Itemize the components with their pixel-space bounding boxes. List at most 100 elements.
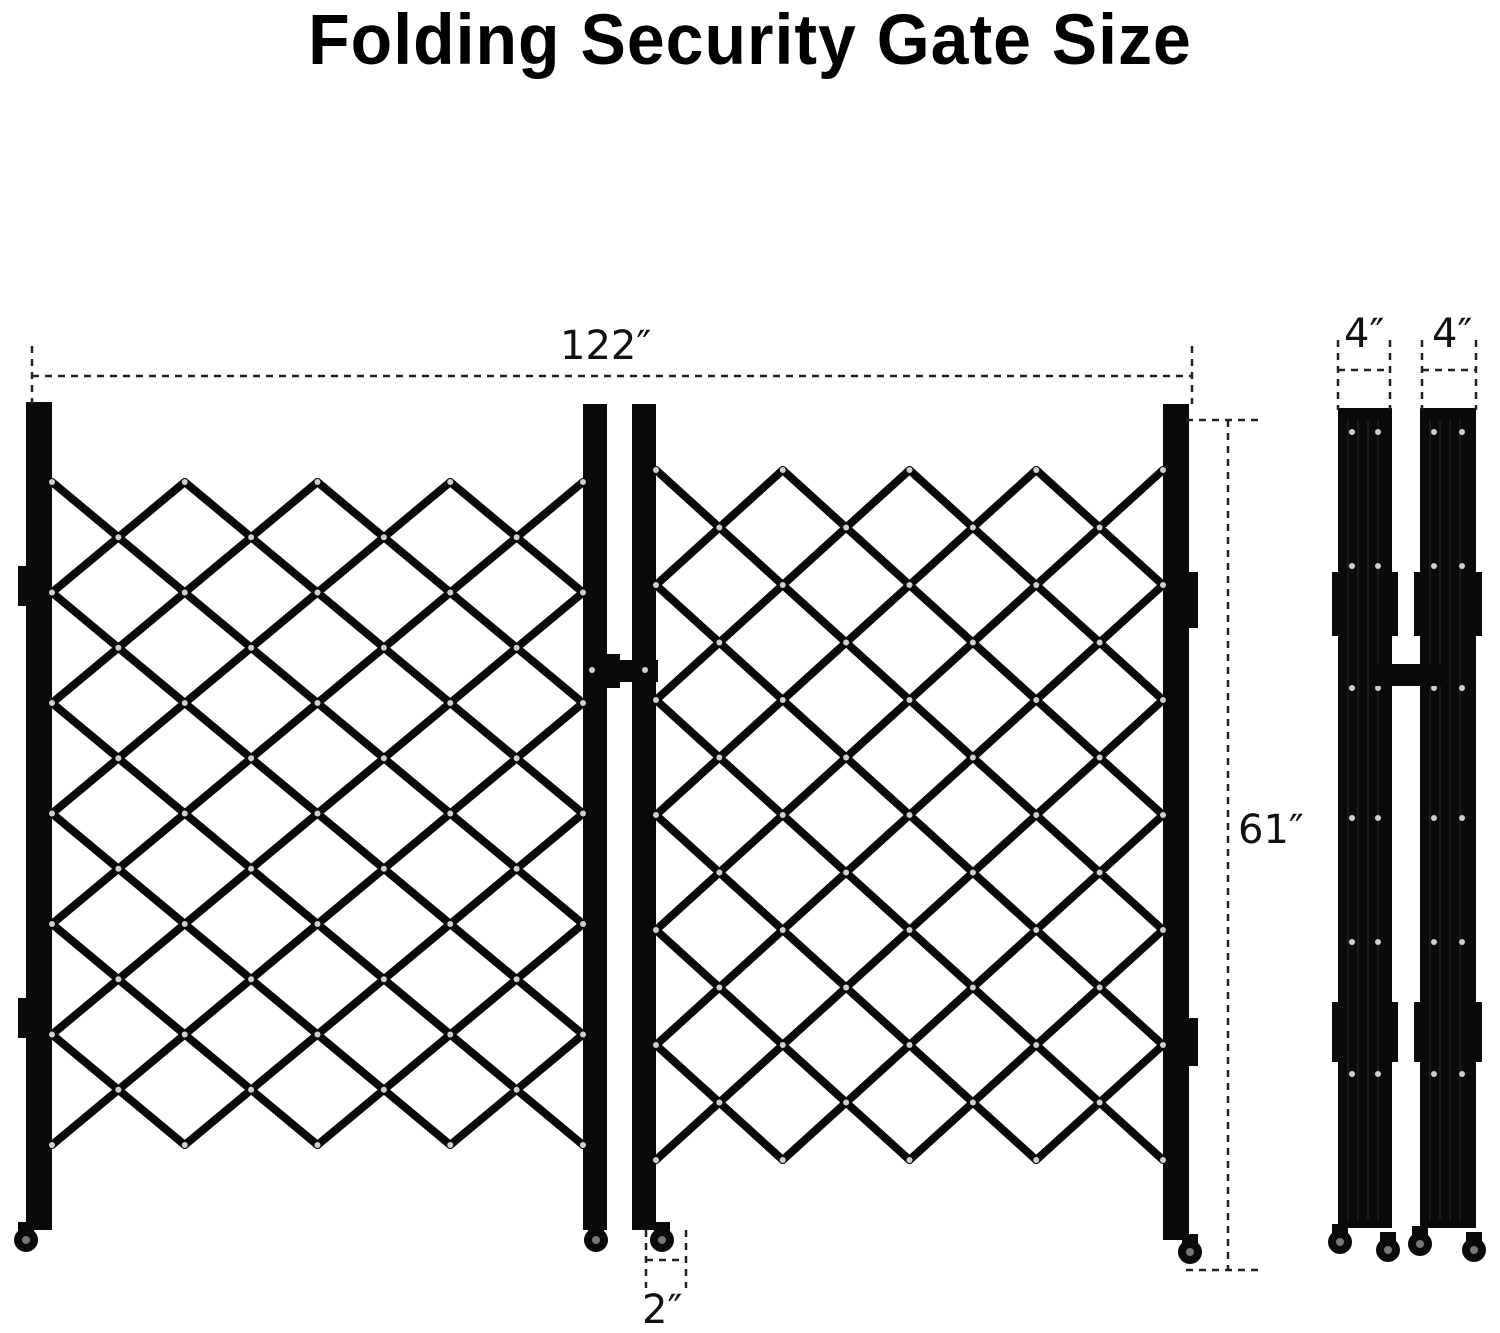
left-gate-lattice-rivet xyxy=(314,921,321,927)
right-gate-lattice-rivet xyxy=(716,984,723,991)
folded-gate-left-rivet xyxy=(1375,1071,1381,1077)
left-gate-lattice xyxy=(48,478,587,1149)
right-gate-lattice-rivet xyxy=(1160,927,1166,933)
folded-right-caster-b-hub xyxy=(1470,1246,1478,1254)
gate-latch-rivet xyxy=(589,667,595,673)
left-gate-lattice-rivet xyxy=(181,1142,188,1148)
page-title: Folding Security Gate Size xyxy=(308,0,1192,80)
left-gate-lattice-rivet xyxy=(49,1142,55,1148)
right-gate-lattice-rivet xyxy=(1160,467,1166,473)
gate-latch-hinge xyxy=(604,654,620,688)
right-gate-lattice-rivet xyxy=(1160,812,1166,818)
left-gate-lattice-rivet xyxy=(447,921,454,927)
folded-gate-left-rivet xyxy=(1349,1071,1355,1077)
right-gate-lattice-rivet xyxy=(1160,697,1166,703)
left-gate-lattice-rivet xyxy=(513,865,520,872)
left-gate-lattice-rivet xyxy=(513,534,520,541)
folded-gate-left-rivet xyxy=(1349,563,1355,569)
right-gate-lattice xyxy=(652,466,1167,1164)
right-gate-lattice-rivet xyxy=(1033,1042,1040,1048)
right-gate-lattice-rivet xyxy=(1160,582,1166,588)
right-gate-lattice-rivet xyxy=(843,524,850,531)
left-gate-caster-center-fork xyxy=(588,1222,604,1232)
right-gate-end-post xyxy=(1163,404,1189,1240)
left-gate-lattice-rivet xyxy=(181,1031,188,1038)
left-gate-lattice-rivet xyxy=(314,1142,321,1148)
left-gate-lattice-rivet xyxy=(380,976,387,983)
folded-gate-left xyxy=(1338,408,1392,1228)
folded-right-caster-a-hub xyxy=(1416,1240,1424,1248)
left-gate-lattice-rivet xyxy=(248,976,255,983)
left-gate-lattice-rivet xyxy=(580,810,586,817)
right-gate-lattice-rivet xyxy=(1096,754,1103,761)
folded-left-caster-a-fork xyxy=(1332,1224,1348,1234)
right-gate-lattice-rivet xyxy=(653,467,659,473)
left-gate-lattice-rivet xyxy=(49,1031,55,1038)
right-gate-lattice-rivet xyxy=(906,697,913,703)
right-gate-lattice-rivet xyxy=(906,1042,913,1048)
left-gate-lattice-rivet xyxy=(115,534,122,541)
left-gate-lattice-rivet xyxy=(115,865,122,872)
left-gate-lattice-rivet xyxy=(513,976,520,983)
folded-depth-right-label: 4″ xyxy=(1432,311,1473,357)
folded-gate-left-rivet xyxy=(1349,939,1355,945)
left-gate-lattice-rivet xyxy=(380,644,387,651)
right-gate-lattice-rivet xyxy=(1033,697,1040,703)
left-gate-lattice-rivet xyxy=(380,534,387,541)
folded-gate-right-rivet xyxy=(1431,685,1437,691)
folded-gate-left-rivet xyxy=(1375,815,1381,821)
left-gate-lattice-rivet xyxy=(314,1031,321,1038)
left-gate-caster-end-fork xyxy=(18,1222,34,1232)
right-gate-lattice-rivet xyxy=(969,524,976,531)
folded-gate-right-rivet xyxy=(1459,563,1465,569)
right-gate-lattice-rivet xyxy=(843,984,850,991)
right-gate-lattice-rivet xyxy=(1033,1157,1040,1163)
left-gate-lattice-rivet xyxy=(580,589,586,596)
left-gate-lattice-rivet xyxy=(115,644,122,651)
folded-left-caster-b-hub xyxy=(1384,1246,1392,1254)
left-gate-lattice-rivet xyxy=(115,976,122,983)
left-gate-lattice-rivet xyxy=(248,534,255,541)
right-gate-lattice-rivet xyxy=(1096,639,1103,646)
folded-gate-left-bracket-bottom xyxy=(1332,1002,1340,1062)
left-gate-lattice-rivet xyxy=(49,921,55,927)
right-gate-lattice-rivet xyxy=(1096,984,1103,991)
folded-gate-right xyxy=(1420,408,1476,1228)
left-gate-lattice-rivet xyxy=(380,755,387,762)
left-gate-lattice-rivet xyxy=(447,479,454,485)
left-gate-lattice-rivet xyxy=(447,1142,454,1148)
right-gate-lattice-rivet xyxy=(1033,812,1040,818)
left-gate-lattice-rivet xyxy=(181,700,188,706)
right-gate-lattice-rivet xyxy=(906,582,913,588)
right-gate-lattice-rivet xyxy=(969,639,976,646)
right-gate-lattice-rivet xyxy=(906,467,913,473)
folded-gate-right-bracket-top xyxy=(1414,572,1422,636)
left-gate-lattice-rivet xyxy=(248,1086,255,1093)
folded-gate-right-bracket-bottom xyxy=(1414,1002,1422,1062)
height-dimension-label: 61″ xyxy=(1238,807,1304,853)
folded-latch-plate xyxy=(1376,664,1442,686)
right-gate-lattice-rivet xyxy=(716,754,723,761)
right-gate-caster-center-hub xyxy=(658,1236,666,1244)
right-gate-lattice-rivet xyxy=(1096,869,1103,876)
left-gate-lattice-rivet xyxy=(115,1086,122,1093)
folded-gate-left-bracket-top-r xyxy=(1390,572,1398,636)
folded-gate-left-rivet xyxy=(1349,685,1355,691)
folded-gate-right-rivet xyxy=(1459,429,1465,435)
folded-gate-right-rivet xyxy=(1459,1071,1465,1077)
right-gate-lattice-rivet xyxy=(779,467,786,473)
left-gate-lattice-rivet xyxy=(447,589,454,596)
left-gate-lattice-rivet xyxy=(181,589,188,596)
left-post-bracket-top xyxy=(18,566,32,606)
right-gate-lattice-rivet xyxy=(779,927,786,933)
folded-gate-right-rivet xyxy=(1459,939,1465,945)
folded-gate-right-bracket-bottom-r xyxy=(1474,1002,1482,1062)
right-gate-lattice-rivet xyxy=(843,754,850,761)
right-gate-lattice-rivet xyxy=(779,812,786,818)
right-gate-lattice-rivet xyxy=(716,869,723,876)
right-gate-lattice-rivet xyxy=(906,927,913,933)
folded-gate-left-rivet xyxy=(1349,815,1355,821)
folded-gate-right-rivet xyxy=(1459,815,1465,821)
right-gate-lattice-rivet xyxy=(653,697,659,703)
folded-gate-left-bracket-top xyxy=(1332,572,1340,636)
